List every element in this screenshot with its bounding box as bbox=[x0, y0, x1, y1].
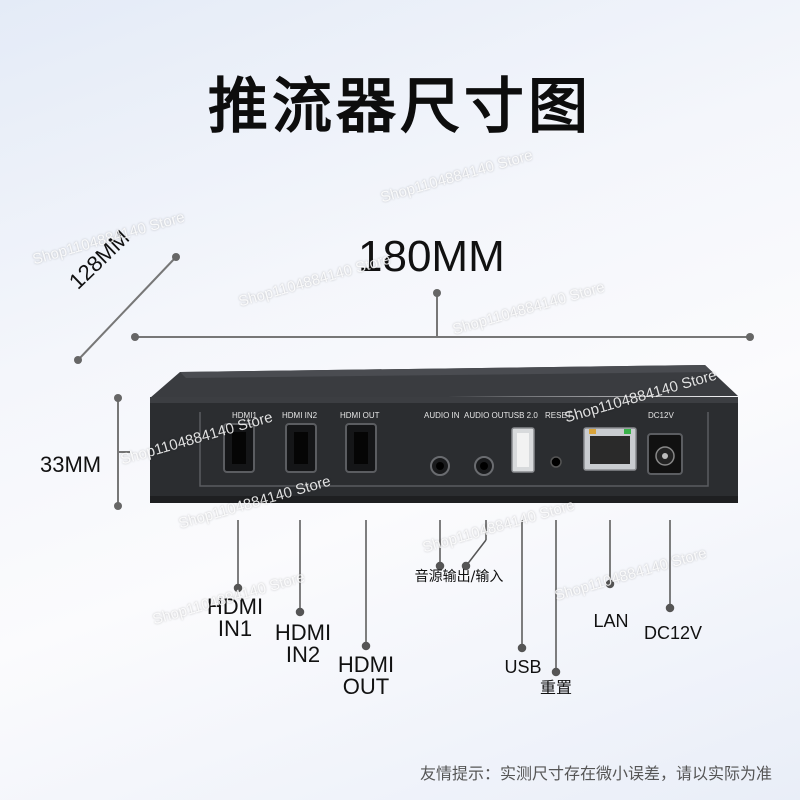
callout-usb: USB bbox=[504, 657, 542, 677]
callout-hdmi-in2-line1: HDMI bbox=[274, 620, 332, 645]
panel-label-usb: USB 2.0 bbox=[508, 411, 538, 420]
panel-label-hdmi-out: HDMI OUT bbox=[340, 411, 380, 420]
panel-label-reset: RESET bbox=[545, 411, 572, 420]
footer-note: 友情提示：实测尺寸存在微小误差，请以实际为准 bbox=[419, 764, 772, 783]
callout-hdmi-in2: HDMI IN2 bbox=[268, 622, 338, 666]
height-dimension-line bbox=[114, 394, 130, 510]
callout-hdmi-in1: HDMI IN1 bbox=[200, 596, 270, 640]
audio-in-jack bbox=[430, 456, 450, 476]
callout-leaders bbox=[233, 520, 675, 677]
usb-port bbox=[511, 427, 535, 473]
page-title: 推流器尺寸图 bbox=[208, 72, 592, 142]
callout-hdmi-in2-line2: IN2 bbox=[285, 642, 321, 667]
audio-out-jack bbox=[474, 456, 494, 476]
depth-dimension-line bbox=[74, 253, 180, 364]
callout-hdmi-in1-line1: HDMI bbox=[206, 594, 264, 619]
callout-hdmi-out-line2: OUT bbox=[342, 674, 390, 699]
lan-port bbox=[583, 427, 637, 471]
width-dimension-line bbox=[131, 289, 754, 341]
dc-power-port bbox=[647, 433, 683, 475]
callout-hdmi-out: HDMI OUT bbox=[331, 654, 401, 698]
callout-audio: 音源输出/输入 bbox=[414, 569, 504, 585]
hdmi-in2-port bbox=[285, 423, 317, 473]
reset-button-hole bbox=[550, 456, 562, 468]
panel-label-audio-in: AUDIO IN bbox=[424, 411, 460, 420]
hdmi-out-port bbox=[345, 423, 377, 473]
panel-label-audio-out: AUDIO OUT bbox=[464, 411, 509, 420]
callout-hdmi-out-line1: HDMI bbox=[337, 652, 395, 677]
callout-lan: LAN bbox=[593, 611, 629, 631]
callout-reset: 重置 bbox=[539, 678, 572, 697]
panel-label-dc: DC12V bbox=[648, 411, 674, 420]
width-label: 180MM bbox=[358, 232, 505, 281]
height-label: 33MM bbox=[40, 452, 102, 477]
hdmi-in1-port bbox=[223, 423, 255, 473]
callout-hdmi-in1-line2: IN1 bbox=[217, 616, 253, 641]
callout-dc: DC12V bbox=[643, 623, 703, 643]
panel-label-hdmi2: HDMI IN2 bbox=[282, 411, 318, 420]
panel-label-hdmi1: HDMI1 bbox=[232, 411, 257, 420]
